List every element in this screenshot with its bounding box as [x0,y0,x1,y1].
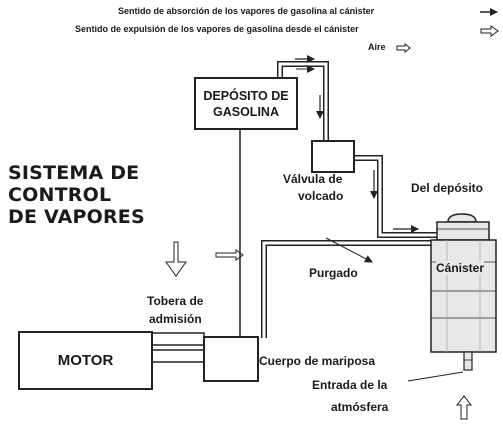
tank-vent-pipe [277,55,329,140]
legend-air-arrow [396,42,411,54]
engine-box: MOTOR [18,331,153,390]
purge-label: Purgado [309,266,358,280]
title-line-3: DE VAPORES [8,206,145,228]
legend-arrows [396,8,499,54]
fuel-tank-label-line-1: DEPÓSITO DE [203,88,289,103]
rollover-valve-box [311,140,355,173]
intake-nozzle-label-line-1: Tobera de [147,294,204,308]
title-line-1: SISTEMA DE [8,162,140,184]
legend-air: Aire [368,42,386,52]
purge-pipe [165,240,440,338]
throttle-body [151,332,259,382]
legend-expulsion: Sentido de expulsión de los vapores de g… [75,24,359,34]
valve-to-canister-pipe [355,155,440,238]
fuel-tank-box: DEPÓSITO DE GASOLINA [194,77,298,130]
canister-label: Cánister [436,261,485,275]
atmosphere-label-line-2: atmósfera [331,400,389,414]
throttle-body-label: Cuerpo de mariposa [259,354,376,368]
intake-nozzle-label-line-2: admisión [149,312,202,326]
fuel-tank-label-line-2: GASOLINA [213,104,279,119]
title-line-2: CONTROL [8,184,112,206]
engine-label: MOTOR [57,352,114,369]
from-tank-label: Del depósito [411,181,484,195]
canister [430,213,497,371]
rollover-valve-label-line-1: Válvula de [283,172,343,186]
atmosphere-air-arrow [455,395,473,420]
atmosphere-label-line-1: Entrada de la [312,378,388,392]
rollover-valve-label-line-2: volcado [298,189,344,203]
legend-expulsion-arrow [480,25,499,37]
legend-absorption: Sentido de absorción de los vapores de g… [118,6,375,16]
